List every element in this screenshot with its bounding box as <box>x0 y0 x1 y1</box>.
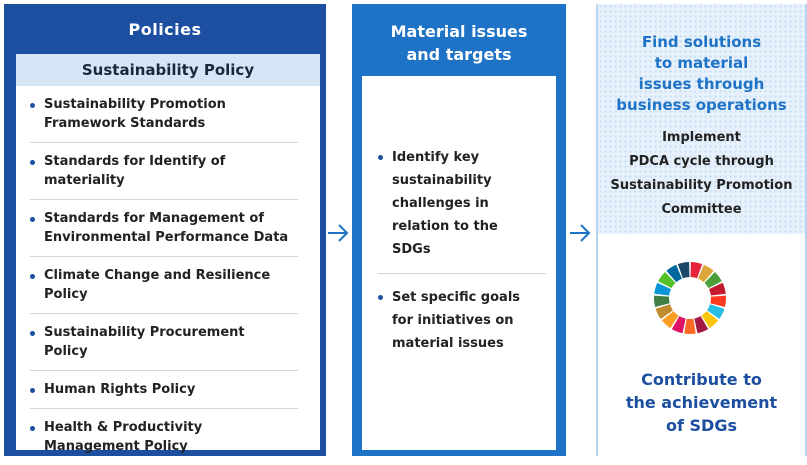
sdg-wheel-segment <box>677 262 690 279</box>
sdg-wheel-segment <box>710 295 726 307</box>
policy-item-line: Human Rights Policy <box>44 382 196 397</box>
sdg-wheel-segment <box>654 295 670 307</box>
solutions-title-line: Find solutions <box>641 33 762 51</box>
material-header-line: Material issues <box>390 22 528 41</box>
material-item-line: challenges in <box>392 196 489 211</box>
policy-item: Standards for Management of Environmental… <box>30 200 298 257</box>
bullet-icon <box>30 160 35 165</box>
sdg-wheel-segment <box>671 316 686 334</box>
implement-text: Implement PDCA cycle through Sustainabil… <box>598 126 805 222</box>
sdg-wheel-segment <box>704 272 722 289</box>
policies-header: Policies <box>128 20 202 39</box>
material-item-line: SDGs <box>392 242 431 257</box>
material-item-line: relation to the <box>392 219 498 234</box>
bullet-icon <box>378 295 383 300</box>
sustainability-policy-heading: Sustainability Policy <box>16 54 320 86</box>
implement-line: Implement <box>662 130 741 145</box>
policy-item: Standards for Identify of materiality <box>30 143 298 200</box>
contribute-line: Contribute to <box>641 370 762 389</box>
solutions-title-line: to material <box>654 54 749 72</box>
sdg-wheel-segment <box>690 262 703 279</box>
material-item-line: sustainability <box>392 173 492 188</box>
solutions-dotted-area <box>598 4 805 234</box>
material-list: Identify key sustainability challenges in r… <box>362 76 556 367</box>
policy-item-line: Environmental Performance Data <box>44 230 289 245</box>
policy-item-line: materiality <box>44 173 125 188</box>
policy-item-line: Health & Productivity <box>44 420 203 435</box>
sdg-wheel-segment <box>709 282 726 296</box>
sdg-wheel-segment <box>701 311 719 329</box>
bullet-icon <box>30 217 35 222</box>
implement-line: PDCA cycle through <box>629 154 774 169</box>
right-arrow-icon <box>328 224 349 242</box>
implement-line: Committee <box>661 202 742 217</box>
bullet-icon <box>30 331 35 336</box>
bullet-icon <box>30 103 35 108</box>
solutions-title: Find solutions to material issues throug… <box>598 32 805 116</box>
material-item-line: Identify key <box>392 150 480 165</box>
material-item-line: for initiatives on <box>392 313 514 328</box>
sdg-wheel-icon <box>654 262 726 334</box>
bullet-icon <box>30 426 35 431</box>
sdg-wheel-segment <box>694 316 709 334</box>
sdg-wheel-segment <box>666 264 682 283</box>
sdg-wheel-segment <box>654 282 671 296</box>
contribute-line: the achievement <box>625 393 778 412</box>
policy-item-line: Framework Standards <box>44 116 206 131</box>
bullet-icon <box>378 155 383 160</box>
contribute-line: of SDGs <box>666 416 737 435</box>
policy-item-line: Standards for Management of <box>44 211 264 226</box>
material-item: Set specific goals for initiatives on mate… <box>378 273 546 367</box>
sdg-wheel-segment <box>707 304 725 319</box>
material-item: Identify key sustainability challenges in r… <box>378 146 546 273</box>
sdg-wheel-segment <box>684 318 696 334</box>
solutions-panel: Find solutions to material issues throug… <box>596 4 807 456</box>
contribute-text: Contribute to the achievement of SDGs <box>598 368 805 437</box>
policy-item-line: Climate Change and Resilience <box>44 268 271 283</box>
bullet-icon <box>30 274 35 279</box>
solutions-title-line: issues through <box>638 75 765 93</box>
material-issues-header: Material issues and targets <box>352 20 566 66</box>
policy-item-line: Sustainability Procurement <box>44 325 245 340</box>
policy-item-line: Standards for Identify of <box>44 154 226 169</box>
policy-item-line: Policy <box>44 344 88 359</box>
material-item-line: Set specific goals <box>392 290 521 305</box>
material-item-line: material issues <box>392 336 504 351</box>
policies-list-box: Sustainability Policy Sustainability Pro… <box>16 54 320 454</box>
sdg-wheel-segment <box>655 304 673 319</box>
material-issues-panel: Material issues and targets Identify key… <box>352 4 566 456</box>
material-issues-box: Identify key sustainability challenges in r… <box>362 76 556 450</box>
policies-panel: Policies Sustainability Policy Sustainab… <box>4 4 326 456</box>
policy-item: Human Rights Policy <box>30 371 298 409</box>
sdg-wheel-segment <box>661 311 679 329</box>
bullet-icon <box>30 388 35 393</box>
policy-item-line: Policy <box>44 287 88 302</box>
implement-line: Sustainability Promotion <box>610 178 793 193</box>
right-arrow-icon <box>570 224 591 242</box>
policy-item-line: Sustainability Promotion <box>44 97 226 112</box>
policy-item-line: Management Policy <box>44 439 188 454</box>
sdg-wheel-segment <box>658 272 676 289</box>
material-header-line: and targets <box>406 45 512 64</box>
sdg-wheel-segment <box>698 264 714 283</box>
solutions-title-line: business operations <box>616 96 787 114</box>
